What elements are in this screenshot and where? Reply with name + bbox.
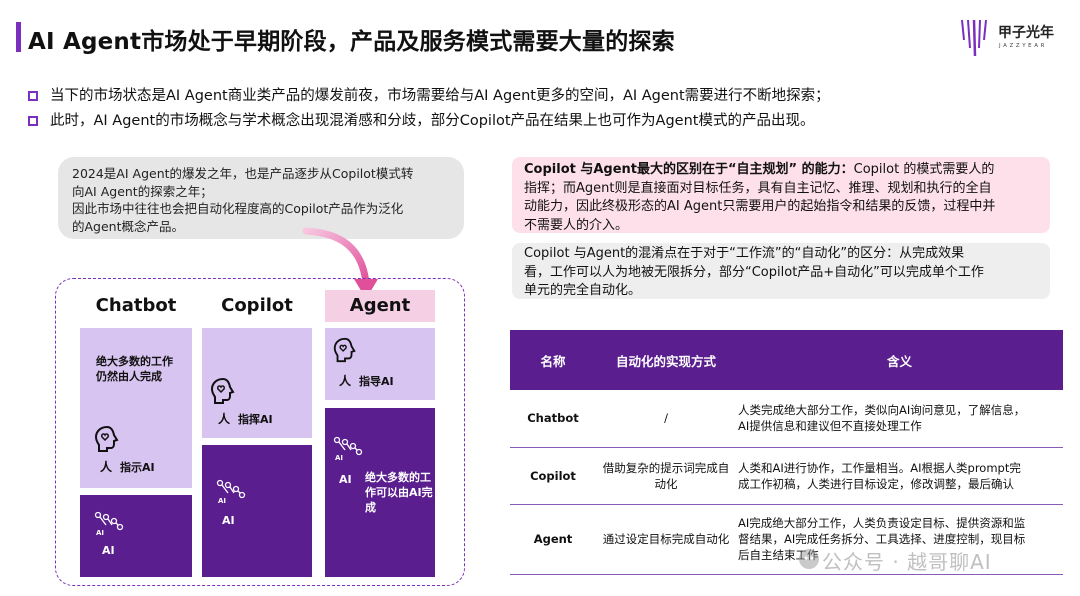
row-name: Chatbot [510, 390, 596, 448]
chatbot-ai-label: AI [102, 544, 115, 557]
speech-line: 因此市场中往往也会把自动化程度高的Copilot产品作为泛化 [72, 201, 404, 216]
copilot-ai-label: AI [222, 514, 235, 527]
speech-line: 的Agent概念产品。 [72, 218, 184, 234]
ai-small-label: AI [335, 454, 343, 462]
row-mode: 借助复杂的提示词完成自 动化 [596, 447, 736, 505]
mode-diagram-frame [55, 278, 465, 586]
pink-line-1-rest: Copilot 的模式需要人的 [853, 162, 995, 177]
table-header-meaning: 含义 [736, 330, 1063, 390]
ai-small-label: AI [218, 497, 226, 505]
row-name: Copilot [510, 447, 596, 505]
chatbot-main-line: 绝大多数的工作 [96, 355, 173, 368]
speech-bubble: 2024是AI Agent的爆发之年，也是产品逐步从Copilot模式转 向AI… [58, 157, 464, 239]
watermark-text: 公众号 · 越哥聊AI [822, 550, 992, 574]
agent-main-text: 绝大多数的工 作可以由AI完 成 [365, 470, 433, 515]
agent-ai-instruction: 指导AI [359, 375, 394, 388]
comparison-table: 名称 自动化的实现方式 含义 Chatbot / 人类完成绝大部分工作，类似向A… [510, 330, 1063, 575]
column-header-copilot: Copilot [221, 295, 293, 316]
chatbot-main-line: 仍然由人完成 [96, 370, 162, 383]
mode-line: 借助复杂的提示词完成自 [602, 460, 730, 475]
curved-arrow-icon [302, 227, 378, 299]
logo-subtext: JAZZYEAR [999, 43, 1048, 49]
chatbot-ai-instruction: 指示AI [120, 461, 155, 474]
ai-circuit-icon: AI [333, 436, 363, 462]
meaning-line: 人类完成绝大部分工作，类似向AI询问意见，了解信息， [738, 403, 1026, 418]
table-header-row: 名称 自动化的实现方式 含义 [510, 330, 1063, 390]
agent-human-label: 人 [339, 374, 352, 388]
grey-line: Copilot 与Agent的混淆点在于对于“工作流”的“自动化”的区分：从完成… [524, 246, 965, 261]
meaning-line: AI提供信息和建议但不直接处理工作 [738, 419, 922, 434]
title-accent-bar [16, 22, 21, 52]
meaning-line: 督结果，AI完成任务拆分、工具选择、进度控制，现目标 [738, 532, 1026, 546]
pink-lead: Copilot 与Agent最大的区别在于“自主规划” 的能力： [524, 162, 854, 177]
bullet-list: 当下的市场状态是AI Agent商业类产品的爆发前夜，市场需要给与AI Agen… [28, 86, 1068, 136]
agent-main-line: 作可以由AI完 [365, 486, 433, 499]
agent-main-line: 成 [365, 501, 376, 514]
copilot-human-block: 人 指挥AI [202, 328, 312, 438]
page-title: AI Agent市场处于早期阶段，产品及服务模式需要大量的探索 [28, 29, 675, 55]
bullet-text: 此时，AI Agent的市场概念与学术概念出现混淆感和分歧，部分Copilot产… [50, 113, 815, 129]
pink-line: 指挥；而Agent则是直接面对目标任务，具有自主记忆、推理、规划和执行的全自 [524, 180, 992, 196]
row-meaning: 人类和AI进行协作，工作量相当。AI根据人类prompt完 成工作初稿，人类进行… [736, 447, 1063, 505]
agent-ai-block: AI AI 绝大多数的工 作可以由AI完 成 [325, 408, 435, 577]
table-header-name: 名称 [510, 330, 596, 390]
table-row: Copilot 借助复杂的提示词完成自 动化 人类和AI进行协作，工作量相当。A… [510, 447, 1063, 505]
row-mode: / [596, 390, 736, 448]
heart-head-icon [210, 377, 235, 404]
copilot-ai-block: AI AI [202, 445, 312, 577]
logo-text: 甲子光年 [998, 25, 1054, 41]
copilot-human-label: 人 [218, 412, 231, 426]
logo-mark-icon [961, 19, 987, 57]
meaning-line: 人类和AI进行协作，工作量相当。AI根据人类prompt完 [738, 460, 1021, 475]
heart-head-icon [333, 337, 356, 363]
meaning-line: AI完成绝大部分工作，人类负责设定目标、提供资源和监 [738, 516, 1026, 530]
speech-line: 2024是AI Agent的爆发之年，也是产品逐步从Copilot模式转 [72, 166, 414, 181]
grey-line: 单元的完全自动化。 [524, 283, 642, 298]
bullet-text: 当下的市场状态是AI Agent商业类产品的爆发前夜，市场需要给与AI Agen… [50, 88, 830, 104]
chatbot-main-text: 绝大多数的工作 仍然由人完成 [96, 354, 173, 384]
agent-main-line: 绝大多数的工 [365, 471, 431, 484]
brand-logo: 甲子光年 JAZZYEAR [958, 18, 1068, 62]
chatbot-ai-block: AI AI [80, 495, 192, 577]
row-mode: 通过设定目标完成自动化 [596, 504, 736, 575]
pink-line: 动能力，因此终极形态的AI Agent只需要用户的起始指令和结果的反馈，过程中并 [524, 199, 996, 214]
bullet-square-icon [28, 116, 38, 126]
row-name: Agent [510, 504, 596, 575]
bullet-item: 当下的市场状态是AI Agent商业类产品的爆发前夜，市场需要给与AI Agen… [28, 86, 1068, 107]
grey-line: 看，工作可以人为地被无限拆分，部分“Copilot产品+自动化”可以完成单个工作 [524, 264, 984, 280]
row-meaning: 人类完成绝大部分工作，类似向AI询问意见，了解信息， AI提供信息和建议但不直接… [736, 390, 1063, 448]
mode-line: 动化 [654, 476, 678, 491]
speech-line: 向AI Agent的探索之年； [72, 183, 213, 199]
table-row: Agent 通过设定目标完成自动化 AI完成绝大部分工作，人类负责设定目标、提供… [510, 504, 1063, 575]
key-difference-box: Copilot 与Agent最大的区别在于“自主规划” 的能力：Copilot … [512, 157, 1050, 233]
table-row: Chatbot / 人类完成绝大部分工作，类似向AI询问意见，了解信息， AI提… [510, 390, 1063, 448]
ai-small-label: AI [96, 529, 104, 537]
agent-human-block: 人 指导AI [325, 328, 435, 400]
heart-head-icon [94, 425, 119, 452]
meaning-line: 后自主结束工作 [738, 548, 819, 562]
ai-circuit-icon: AI [216, 479, 246, 505]
row-meaning: AI完成绝大部分工作，人类负责设定目标、提供资源和监 督结果，AI完成任务拆分、… [736, 504, 1063, 575]
confusion-point-box: Copilot 与Agent的混淆点在于对于“工作流”的“自动化”的区分：从完成… [512, 243, 1050, 299]
pink-line: 不需要人的介入。 [524, 217, 629, 233]
column-header-chatbot: Chatbot [95, 295, 177, 316]
bullet-item: 此时，AI Agent的市场概念与学术概念出现混淆感和分歧，部分Copilot产… [28, 111, 1068, 132]
chatbot-human-block: 绝大多数的工作 仍然由人完成 人 指示AI [80, 328, 192, 488]
table-header-mode: 自动化的实现方式 [596, 330, 736, 390]
pink-line-1: Copilot 与Agent最大的区别在于“自主规划” 的能力：Copilot … [524, 161, 1038, 180]
meaning-line: 成工作初稿，人类进行目标设定，修改调整，最后确认 [738, 476, 1014, 491]
column-header-agent: Agent [325, 290, 435, 322]
wechat-watermark-icon [799, 549, 819, 569]
bullet-square-icon [28, 91, 38, 101]
chatbot-human-label: 人 [100, 460, 113, 474]
copilot-ai-instruction: 指挥AI [238, 413, 273, 426]
ai-circuit-icon: AI [94, 511, 124, 537]
agent-ai-label: AI [339, 473, 352, 486]
